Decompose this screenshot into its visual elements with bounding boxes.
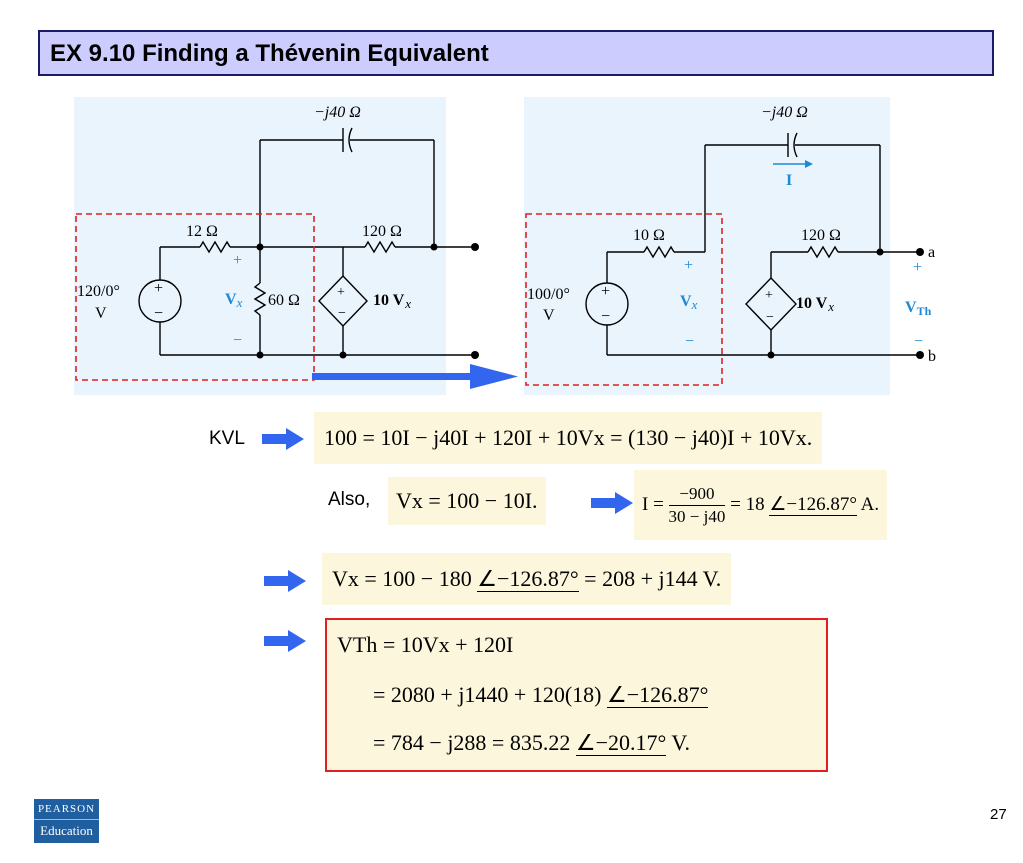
right-vx-sub: x — [691, 297, 698, 312]
vth-line-2-angle: −126.87° — [607, 682, 709, 708]
right-circuit-panel — [524, 97, 890, 395]
right-dashed-box — [525, 213, 723, 386]
kvl-equation: 100 = 10I − j40I + 120I + 10Vx = (130 − … — [314, 412, 823, 464]
right-r10-label: 10 Ω — [633, 227, 665, 244]
vth-line-3-angle: −20.17° — [575, 730, 667, 756]
vx-result-equation: Vx = 100 − 180 −126.87° = 208 + j144 V. — [322, 553, 732, 605]
vx-result-rhs: = 208 + j144 V. — [584, 566, 722, 591]
left-dep-plus: + — [337, 285, 345, 300]
slide-title: EX 9.10 Finding a Thévenin Equivalent — [38, 30, 994, 76]
right-vx-label: V — [680, 293, 692, 310]
svg-text:Vx: Vx — [225, 291, 243, 310]
current-eq-angle: −126.87° — [769, 494, 857, 516]
logo-line-2: Education — [34, 819, 99, 839]
current-eq-numerator: −900 — [668, 483, 726, 507]
right-vx-minus: − — [685, 333, 694, 350]
left-vx-plus: + — [233, 252, 242, 269]
left-dep-label: 10 V — [373, 292, 405, 309]
current-eq-mid: = 18 — [730, 494, 765, 515]
current-eq-lhs: I = — [642, 494, 664, 515]
vth-result-box: VTh = 10Vx + 120I = 2080 + j1440 + 120(1… — [325, 618, 828, 772]
right-dep-minus: − — [766, 310, 774, 325]
svg-text:VTh: VTh — [905, 299, 932, 318]
left-vx-sub: x — [236, 295, 243, 310]
right-source-plus: + — [601, 283, 610, 300]
left-dashed-box — [75, 213, 315, 381]
node-b-label: b — [928, 348, 936, 365]
vx-result-lhs: Vx = 100 − 180 — [332, 566, 472, 591]
vx-arrow-icon — [264, 570, 306, 592]
right-r120-label: 120 Ω — [801, 227, 841, 244]
right-capacitor-label: −j40 Ω — [761, 104, 808, 121]
vth-plus: + — [913, 259, 922, 276]
logo-line-1: PEARSON — [37, 803, 96, 815]
vth-minus: − — [914, 333, 923, 350]
left-vx-minus: − — [233, 332, 242, 349]
left-r12-label: 12 Ω — [186, 223, 218, 240]
kvl-label: KVL — [209, 428, 245, 449]
current-eq-unit: A. — [860, 494, 880, 515]
svg-text:10 Vx: 10 Vx — [796, 295, 834, 314]
left-vx-label: V — [225, 291, 237, 308]
left-source-value: 120/0° — [77, 283, 120, 300]
left-source-minus: − — [154, 305, 163, 322]
current-arrow — [773, 160, 813, 168]
also-arrow-icon — [591, 492, 633, 514]
left-dep-sub: x — [404, 296, 411, 311]
vth-arrow-icon — [264, 630, 306, 652]
right-dep-plus: + — [765, 288, 773, 303]
vth-line-3: = 784 − j288 = 835.22 −20.17° V. — [373, 730, 690, 756]
left-r60-label: 60 Ω — [268, 292, 300, 309]
vth-line-3-unit: V. — [671, 730, 690, 755]
vth-line-2: = 2080 + j1440 + 120(18) −126.87° — [373, 682, 709, 708]
left-source-unit: V — [95, 305, 107, 322]
kvl-arrow-icon — [262, 428, 304, 450]
left-capacitor-label: −j40 Ω — [314, 104, 361, 121]
right-source-value: 100/0° — [527, 286, 570, 303]
current-label: I — [786, 172, 792, 189]
pearson-logo: PEARSON Education — [34, 799, 99, 843]
also-label: Also, — [328, 489, 371, 510]
left-r120-label: 120 Ω — [362, 223, 402, 240]
vx-result-angle: −126.87° — [477, 566, 579, 592]
right-dep-label: 10 V — [796, 295, 828, 312]
svg-text:10 Vx: 10 Vx — [373, 292, 411, 311]
vth-line-1: VTh = 10Vx + 120I — [337, 632, 514, 657]
transform-arrow — [312, 364, 518, 389]
vth-line-2-text: = 2080 + j1440 + 120(18) — [373, 682, 602, 707]
left-dep-minus: − — [338, 306, 346, 321]
right-source-minus: − — [601, 308, 610, 325]
left-source-plus: + — [154, 280, 163, 297]
right-source-unit: V — [543, 307, 555, 324]
vth-line-3-text: = 784 − j288 = 835.22 — [373, 730, 571, 755]
vth-sub: Th — [917, 304, 932, 318]
right-dep-sub: x — [827, 299, 834, 314]
vx-equation: Vx = 100 − 10I. — [388, 477, 546, 525]
node-a-label: a — [928, 244, 935, 261]
right-vx-plus: + — [684, 257, 693, 274]
current-eq-denominator: 30 − j40 — [668, 507, 726, 527]
page-number: 27 — [990, 806, 1007, 823]
vth-label: V — [905, 299, 917, 316]
svg-text:Vx: Vx — [680, 293, 698, 312]
